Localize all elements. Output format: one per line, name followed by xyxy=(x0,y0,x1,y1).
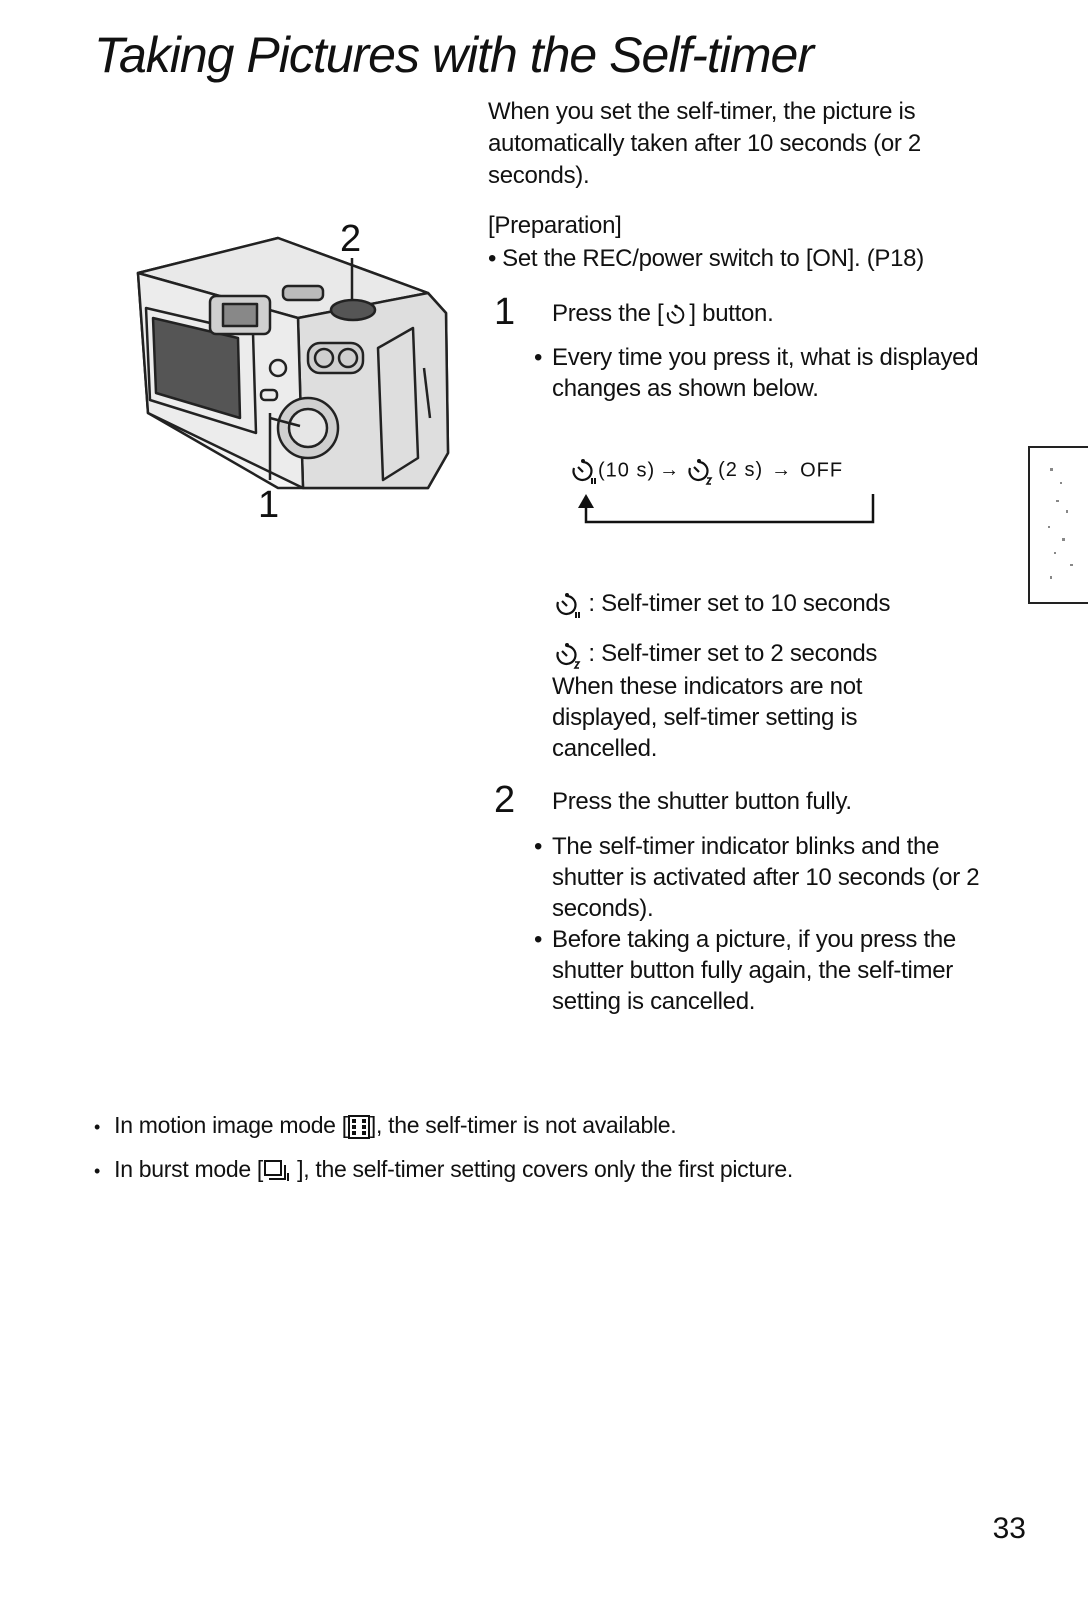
step-1-text: Press the [ ] button. xyxy=(552,298,774,330)
legend-2s: : Self-timer set to 2 seconds xyxy=(552,638,877,670)
step-1-bullet-1: Every time you press it, what is display… xyxy=(534,342,992,404)
self-timer-icon xyxy=(667,304,685,324)
note-burst-mode: In burst mode [ ], the self-timer settin… xyxy=(94,1154,793,1186)
legend-10s-text: : Self-timer set to 10 seconds xyxy=(588,590,891,617)
step-1-text-after: ] button. xyxy=(689,300,774,327)
figure-callout-2: 2 xyxy=(340,218,362,260)
preparation-item-text: Set the REC/power switch to [ON]. (P18) xyxy=(502,245,924,272)
step-number-2: 2 xyxy=(494,779,516,821)
flow-item-10s: (10 s) xyxy=(598,459,656,482)
page-number: 33 xyxy=(992,1512,1026,1545)
camera-illustration xyxy=(136,236,450,490)
tab-texture xyxy=(1048,468,1073,579)
preparation-item: Set the REC/power switch to [ON]. (P18) xyxy=(488,243,924,275)
motion-image-icon xyxy=(347,1114,370,1139)
step-2-bullet-1: The self-timer indicator blinks and the … xyxy=(534,831,982,924)
note-burst-before: In burst mode [ xyxy=(114,1156,264,1182)
preparation-label: [Preparation] xyxy=(488,212,622,239)
self-timer-cycle-diagram: (10 s)→(2 s)→OFF xyxy=(568,456,928,546)
self-timer-2s-icon xyxy=(556,642,581,669)
flow-item-off: OFF xyxy=(800,459,844,482)
step-2-bullet-2: Before taking a picture, if you press th… xyxy=(534,924,972,1017)
flow-arrow-1: → xyxy=(659,459,681,482)
note-motion-image: In motion image mode [ ], the self-timer … xyxy=(94,1110,677,1142)
step-1-text-before: Press the [ xyxy=(552,300,664,327)
cycle-return-arrow xyxy=(578,494,875,524)
legend-note: When these indicators are not displayed,… xyxy=(552,673,863,762)
flow-arrow-2: → xyxy=(771,459,793,482)
section-tab xyxy=(1028,446,1088,604)
self-timer-2s-icon xyxy=(688,459,713,485)
page-title: Taking Pictures with the Self-timer xyxy=(94,27,814,83)
burst-mode-icon xyxy=(264,1159,290,1181)
legend-2s-text: : Self-timer set to 2 seconds xyxy=(588,640,878,667)
intro-paragraph: When you set the self-timer, the picture… xyxy=(488,98,921,189)
self-timer-10s-icon xyxy=(572,459,596,484)
flow-item-2s: (2 s) xyxy=(718,459,764,482)
step-number-1: 1 xyxy=(494,291,516,333)
legend-10s: : Self-timer set to 10 seconds xyxy=(552,588,890,620)
self-timer-10s-icon xyxy=(556,592,580,618)
note-motion-after: ], the self-timer is not available. xyxy=(369,1112,677,1138)
note-burst-after: ], the self-timer setting covers only th… xyxy=(291,1156,793,1182)
step-2-text: Press the shutter button fully. xyxy=(552,788,852,815)
note-motion-before: In motion image mode [ xyxy=(114,1112,348,1138)
figure-callout-1: 1 xyxy=(258,484,280,526)
